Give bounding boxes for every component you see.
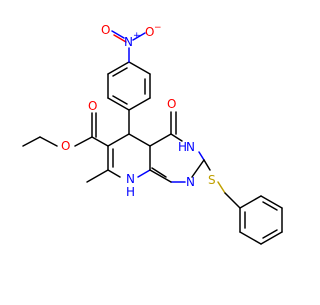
nitro-n-label: N xyxy=(124,35,133,49)
ester-o-ether-label: O xyxy=(61,139,70,153)
ester-group: O O xyxy=(22,99,109,153)
bond xyxy=(128,133,151,147)
ester-o-carbonyl-label: O xyxy=(88,99,97,113)
bond xyxy=(111,30,125,39)
nitro-o-minus-label: − xyxy=(154,23,162,33)
bond xyxy=(203,159,211,171)
bond xyxy=(149,169,172,183)
bond xyxy=(239,231,262,245)
bond xyxy=(149,133,172,147)
core-rings xyxy=(107,109,205,183)
bond xyxy=(112,67,128,77)
bond xyxy=(262,201,278,211)
bond xyxy=(260,231,283,245)
molecule-drawing: N + O − O O O xyxy=(22,23,283,245)
bond xyxy=(107,133,130,147)
s-thioether-label: S xyxy=(208,173,216,187)
bond xyxy=(107,97,130,111)
methyl-group xyxy=(86,169,109,183)
bond xyxy=(107,169,121,178)
bond xyxy=(260,195,283,209)
nitrophenyl-ring xyxy=(107,61,151,111)
nitro-o-left-label: O xyxy=(101,23,110,37)
bond xyxy=(151,167,167,178)
nitro-plus-label: + xyxy=(133,31,141,41)
bond xyxy=(113,34,127,43)
bond xyxy=(132,32,146,41)
nh-ring-label: N xyxy=(186,140,195,154)
bond xyxy=(198,151,205,161)
bond xyxy=(239,195,262,209)
bond xyxy=(170,133,183,142)
nh-ring-h-label: H xyxy=(178,140,187,154)
bond xyxy=(39,136,58,147)
n-ring-2-label: N xyxy=(186,175,195,189)
bond xyxy=(128,61,151,75)
bond xyxy=(191,159,205,178)
core-labels: O N H N H N xyxy=(126,97,195,199)
bond xyxy=(262,229,278,239)
molecule-canvas: N + O − O O O xyxy=(22,23,283,245)
bond xyxy=(107,61,130,75)
bond xyxy=(217,181,226,194)
bond xyxy=(22,136,41,147)
ketone-o-label: O xyxy=(167,97,176,111)
bond xyxy=(91,136,109,147)
bond xyxy=(112,95,128,105)
nitro-group: N + O − O xyxy=(101,23,162,63)
benzylthio-group: S xyxy=(203,159,283,245)
n-h-bottom-h-label: H xyxy=(126,185,135,199)
bond xyxy=(128,97,151,111)
nitro-o-top-label: O xyxy=(145,25,154,39)
bond xyxy=(137,169,151,178)
bond xyxy=(74,136,93,147)
bond xyxy=(86,169,109,183)
n-h-bottom-label: N xyxy=(126,172,135,186)
bond xyxy=(224,192,241,209)
